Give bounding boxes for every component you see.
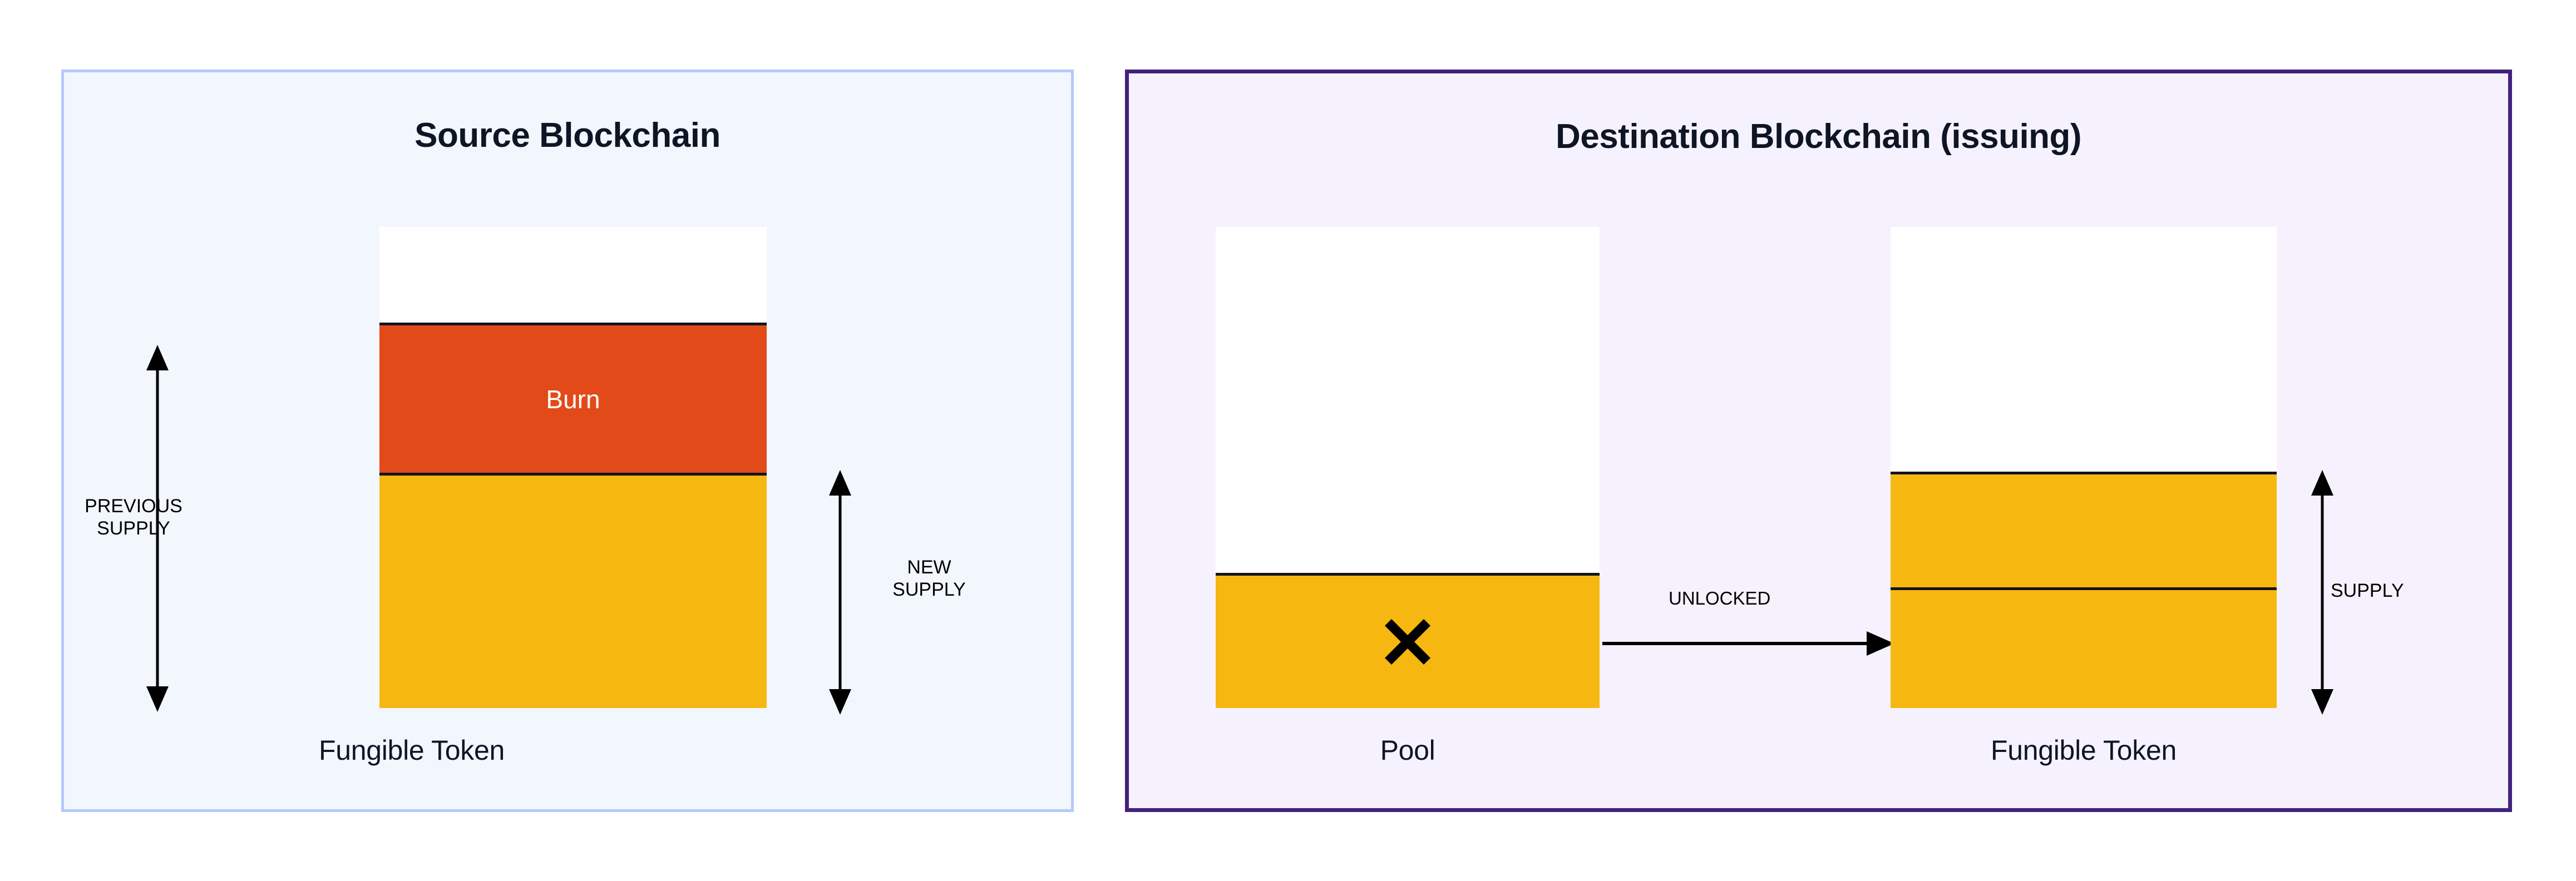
destination-pool-box [1216,227,1600,708]
new-supply-dimension [818,470,890,715]
page-title-source: Source Blockchain [414,116,721,155]
new-supply-label: NEW SUPPLY [892,557,966,601]
previous-supply-dimension [103,345,175,712]
page-title-destination: Destination Blockchain (issuing) [1555,117,2082,156]
pool-segment-balance [1216,573,1600,708]
source-segment-empty [379,227,767,323]
supply-dimension [2300,470,2372,715]
destination-fungible-token-box [1891,227,2277,708]
previous-supply-label: PREVIOUS SUPPLY [85,496,182,540]
destination-token-caption: Fungible Token [1990,735,2177,766]
supply-label: SUPPLY [2331,580,2404,601]
unlocked-label: UNLOCKED [1669,588,1771,608]
pool-segment-empty [1216,227,1600,576]
dest-segment-newly-unlocked [1891,472,2277,590]
unlocked-arrow-icon [1602,627,1894,660]
destination-blockchain-panel: Destination Blockchain (issuing) Pool UN… [1125,70,2512,812]
burn-label: Burn [546,384,600,414]
source-segment-burn: Burn [379,323,767,476]
dest-segment-existing-supply [1891,587,2277,708]
pool-caption: Pool [1380,735,1435,766]
dest-segment-empty [1891,227,2277,474]
source-fungible-token-box: Burn [379,227,767,708]
source-blockchain-panel: Source Blockchain Burn Fungible Token PR… [61,70,1074,812]
source-segment-remaining-supply [379,476,767,708]
source-token-caption: Fungible Token [318,735,505,766]
x-mark-icon [1383,617,1433,667]
